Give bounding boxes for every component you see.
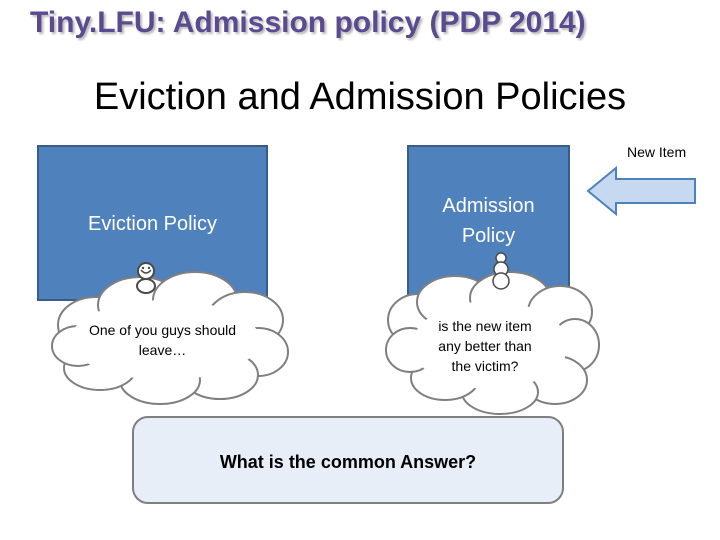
admission-thought-line1: is the new item — [438, 318, 531, 334]
admission-thought-text: is the new item any better than the vict… — [410, 316, 560, 376]
thinking-person-icon — [488, 250, 514, 290]
question-text: What is the common Answer? — [134, 452, 562, 473]
admission-thought-line2: any better than — [438, 338, 531, 354]
admission-thought-line3: the victim? — [452, 358, 519, 374]
thinking-person-icon — [133, 260, 159, 296]
question-box: What is the common Answer? — [132, 416, 564, 504]
eviction-thought-text: One of you guys should leave… — [80, 320, 245, 360]
